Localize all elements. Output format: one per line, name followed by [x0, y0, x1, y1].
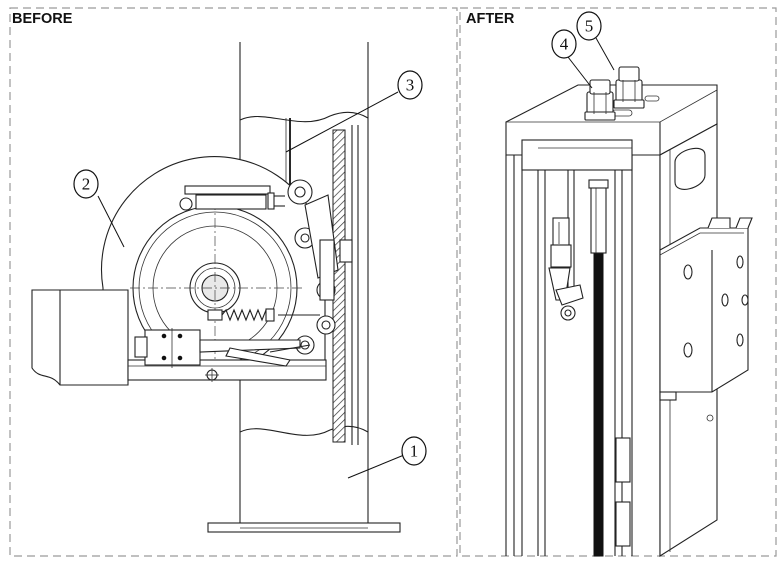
cable-gland-right: [613, 66, 645, 109]
after-mechanism: [505, 66, 753, 557]
rail-hatched: [332, 129, 346, 443]
rope-clamp: [590, 184, 607, 254]
before-panel-frame: [9, 7, 458, 557]
callout-number: 1: [410, 442, 419, 461]
after-panel-frame: [459, 7, 777, 557]
lower-slot: [615, 501, 631, 547]
after-panel-title: AFTER: [466, 11, 515, 27]
callout-number: 2: [82, 175, 91, 194]
lower-slot: [615, 437, 631, 483]
rope-black: [593, 249, 604, 557]
before-mechanism: [31, 42, 401, 533]
governor-sheave: [100, 156, 326, 381]
callout-5: 5: [576, 11, 615, 71]
before-panel-title: BEFORE: [12, 11, 73, 27]
support-beam: [31, 289, 129, 386]
switch-assembly: [548, 170, 584, 321]
mounting-bracket: [659, 217, 753, 422]
callout-2: 2: [73, 169, 125, 248]
callout-number: 5: [585, 17, 594, 36]
side-hole: [674, 147, 706, 190]
callout-3: 3: [285, 70, 423, 153]
top-rod-assembly: [179, 185, 285, 211]
cable-gland-left: [584, 79, 616, 121]
callout-number: 3: [406, 76, 415, 95]
callout-number: 4: [560, 35, 569, 54]
lower-linkage: [134, 328, 311, 382]
callout-4: 4: [551, 29, 593, 89]
callout-1: 1: [347, 436, 427, 479]
tension-spring: [207, 308, 320, 322]
